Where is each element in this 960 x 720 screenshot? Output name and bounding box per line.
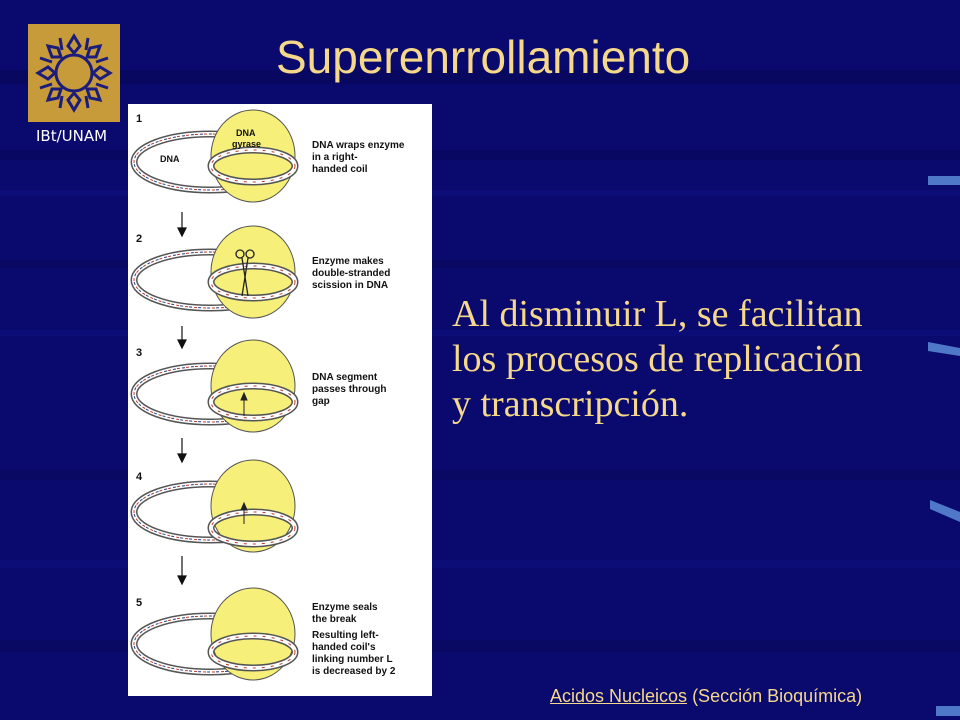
up-arrow-icon — [240, 501, 248, 524]
dna-label: DNA — [160, 154, 180, 164]
step-3-line-2: passes through — [312, 384, 386, 395]
step-2-line-2: double-stranded — [312, 268, 390, 279]
step-2-line-1: Enzyme makes — [312, 256, 384, 267]
step-5-line-6: is decreased by 2 — [312, 666, 396, 677]
step-5-line-1: Enzyme seals — [312, 602, 378, 613]
sun-helix-logo-icon — [35, 33, 113, 113]
step-3: 3 DNA segment passes through gap — [134, 339, 386, 433]
gyrase-label-2: gyrase — [232, 139, 261, 149]
slide-footer: Acidos Nucleicos (Sección Bioquímica) — [550, 686, 862, 707]
step-number: 3 — [136, 347, 142, 359]
body-line-2: los procesos de replicación — [452, 338, 863, 380]
step-number: 2 — [136, 233, 142, 245]
flow-arrows — [177, 212, 187, 586]
step-5-line-5: linking number L — [312, 654, 393, 665]
step-number: 5 — [136, 597, 142, 609]
step-4: 4 — [134, 459, 295, 553]
step-number: 4 — [136, 471, 143, 483]
gyrase-label-1: DNA — [236, 128, 256, 138]
ibt-unam-logo — [28, 24, 120, 122]
step-5-line-2: the break — [312, 614, 357, 625]
body-line-1: Al disminuir L, se facilitan — [452, 293, 863, 335]
up-arrow-icon — [240, 391, 248, 416]
step-1-line-1: DNA wraps enzyme — [312, 140, 405, 151]
step-number: 1 — [136, 113, 142, 125]
step-5-line-4: handed coil's — [312, 642, 376, 653]
slide-title: Superenrrollamiento — [276, 31, 691, 83]
step-3-line-1: DNA segment — [312, 372, 378, 383]
logo-caption: IBt/UNAM — [36, 127, 108, 145]
body-line-3: y transcripción. — [452, 383, 689, 425]
step-1-line-3: handed coil — [312, 164, 368, 175]
step-1: 1 DNA DNA gyrase DNA wraps enzyme in a r… — [134, 109, 405, 203]
step-3-line-3: gap — [312, 396, 330, 407]
scissors-icon — [235, 249, 255, 297]
footer-suffix: (Sección Bioquímica) — [687, 686, 863, 706]
step-5: 5 Enzyme seals the break Resulting left-… — [134, 587, 396, 681]
step-2: 2 Enzyme makes double-stranded scission … — [134, 225, 390, 319]
step-5-line-3: Resulting left- — [312, 630, 379, 641]
acidos-nucleicos-link[interactable]: Acidos Nucleicos — [550, 686, 688, 706]
step-2-line-3: scission in DNA — [312, 280, 388, 291]
slide-body-text: Al disminuir L, se facilitan los proceso… — [452, 292, 952, 427]
dna-gyrase-figure: 1 DNA DNA gyrase DNA wraps enzyme in a r… — [128, 104, 432, 696]
step-1-line-2: in a right- — [312, 152, 358, 163]
